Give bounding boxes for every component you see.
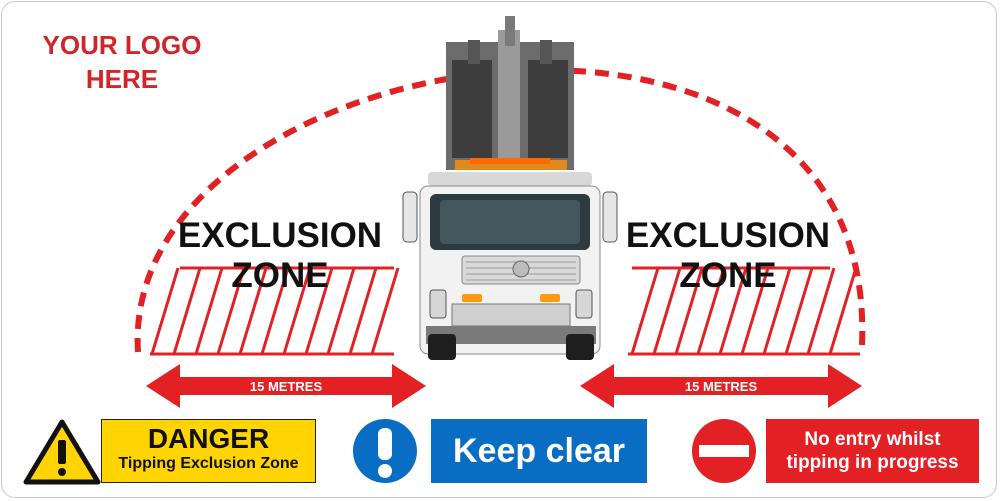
logo-placeholder: YOUR LOGO HERE	[22, 28, 222, 96]
keep-clear-sign: Keep clear	[431, 419, 647, 483]
hatch-line	[304, 267, 334, 355]
truck-illustration	[402, 16, 618, 360]
no-entry-line-1: No entry whilst	[804, 429, 941, 450]
hatch-line	[828, 267, 858, 355]
danger-title: DANGER	[147, 423, 270, 454]
left-distance-arrow: 15 METRES	[146, 364, 426, 408]
hatch-line	[630, 267, 660, 355]
left-distance-label: 15 METRES	[250, 379, 323, 394]
hatch-line	[718, 267, 748, 355]
hatch-line	[762, 267, 792, 355]
left-hatched-zone	[150, 266, 400, 356]
no-entry-sign: No entry whilst tipping in progress	[766, 419, 979, 483]
hatch-line	[740, 267, 770, 355]
right-zone-label: EXCLUSION ZONE	[614, 216, 842, 296]
danger-subtitle: Tipping Exclusion Zone	[118, 455, 299, 472]
hatch-line	[150, 267, 180, 355]
exclusion-boundary-arc	[134, 67, 866, 353]
left-zone-line-1: EXCLUSION	[177, 216, 383, 255]
hatch-line	[696, 267, 726, 355]
hatch-line	[172, 267, 202, 355]
right-hatched-zone	[628, 266, 860, 356]
hatch-line	[784, 267, 814, 355]
warning-triangle-icon	[23, 419, 101, 485]
hatch-line	[326, 267, 356, 355]
right-zone-line-1: EXCLUSION	[625, 216, 831, 255]
right-distance-arrow: 15 METRES	[580, 364, 862, 408]
right-distance-label: 15 METRES	[685, 379, 758, 394]
hatch-line	[260, 267, 290, 355]
exclamation-circle-icon	[353, 419, 417, 483]
hatch-line	[348, 267, 378, 355]
hatch-line	[652, 267, 682, 355]
logo-line-1: YOUR LOGO	[42, 30, 202, 60]
left-zone-line-2: ZONE	[231, 256, 329, 295]
hatch-line	[282, 267, 312, 355]
right-zone-line-2: ZONE	[679, 256, 777, 295]
hatch-line	[238, 267, 268, 355]
no-entry-icon	[692, 419, 756, 483]
hatch-line	[674, 267, 704, 355]
hatch-line	[194, 267, 224, 355]
hatch-line	[806, 267, 836, 355]
left-zone-label: EXCLUSION ZONE	[166, 216, 394, 296]
no-entry-line-2: tipping in progress	[786, 452, 959, 473]
hatch-line	[216, 267, 246, 355]
hatch-line	[370, 267, 400, 355]
danger-sign: DANGER Tipping Exclusion Zone	[101, 419, 316, 483]
logo-line-2: HERE	[85, 64, 159, 94]
